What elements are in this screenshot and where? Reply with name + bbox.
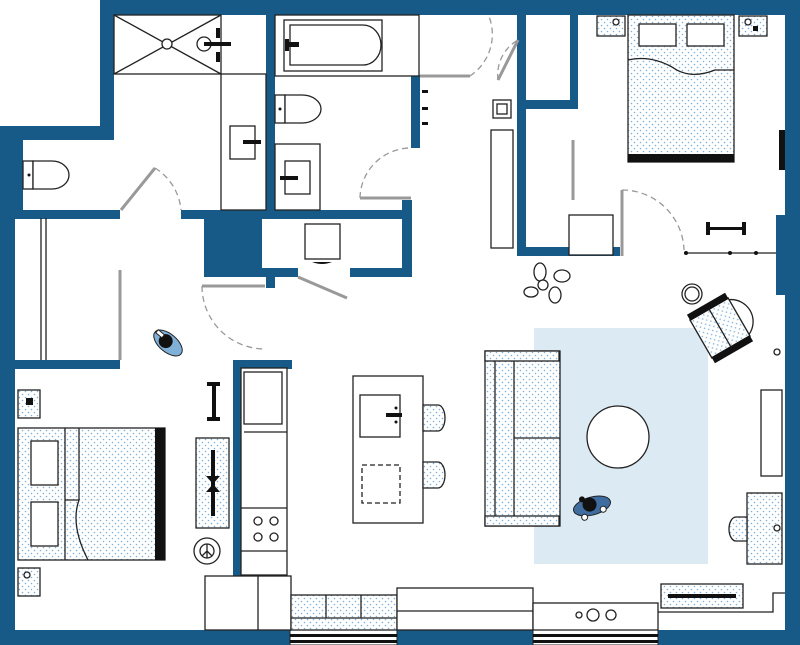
bench-seat xyxy=(290,594,398,631)
wall-bath-bottom-a xyxy=(15,210,120,219)
window-bottom-right xyxy=(532,629,659,645)
wall-bottom-b xyxy=(397,630,533,645)
entry-shelf xyxy=(490,129,514,249)
plant-icon xyxy=(523,262,571,304)
wall-bottom-c xyxy=(658,630,800,645)
wall-closet-right xyxy=(570,14,578,109)
wall-bath-divider xyxy=(266,14,275,218)
window-seat xyxy=(396,587,534,631)
wall-laundry-bottom-a xyxy=(262,268,298,277)
pillow xyxy=(30,440,59,486)
wall-left-bath xyxy=(0,126,23,218)
dumbbell-icon xyxy=(207,382,220,421)
closet-cabinet xyxy=(568,214,614,256)
second-bed-footboard xyxy=(155,428,165,560)
doors xyxy=(118,13,685,360)
second-bathroom xyxy=(274,14,428,211)
bar-stool xyxy=(422,461,446,489)
cooktop-icon xyxy=(253,516,279,542)
bathtub xyxy=(283,19,383,72)
main-bathroom xyxy=(22,14,267,211)
washer-dryer xyxy=(304,223,341,260)
second-bath-toilet xyxy=(284,94,322,124)
wall-bath2-right xyxy=(411,75,420,148)
second-bedroom xyxy=(17,382,230,597)
wall-core-block xyxy=(204,218,262,277)
wall-core-stub xyxy=(266,277,275,288)
shower-drain xyxy=(161,38,173,50)
bathtub-faucet xyxy=(285,42,299,47)
wall-bath-bottom-b xyxy=(181,210,411,219)
pillow xyxy=(30,501,59,547)
bar-stool xyxy=(422,404,446,432)
wall-laundry-right xyxy=(402,200,412,277)
primary-bed-footboard xyxy=(628,154,734,162)
wall-left xyxy=(0,126,15,645)
refrigerator xyxy=(243,371,283,425)
dishwasher xyxy=(361,464,401,504)
window-bottom-left xyxy=(289,629,398,645)
window-bedroom-right xyxy=(779,130,785,170)
shower-valve xyxy=(204,42,231,46)
sofa xyxy=(484,350,561,527)
person-icon xyxy=(153,328,183,357)
primary-bedroom xyxy=(596,14,776,255)
wall-laundry-bottom-b xyxy=(350,268,412,277)
pet-bed xyxy=(573,495,611,521)
bottom-cabinet xyxy=(204,575,292,631)
desk-chair xyxy=(728,516,748,542)
wall-bottom-a xyxy=(0,630,290,645)
wall-bedroom-right-pier xyxy=(776,215,786,295)
main-bath-toilet xyxy=(32,160,70,190)
wall-upper-left xyxy=(100,0,114,140)
pillow xyxy=(638,23,677,47)
bookshelf xyxy=(760,389,783,477)
wall-closet-mid xyxy=(525,100,577,109)
wall-bedroom2-top xyxy=(15,360,120,369)
living-room xyxy=(396,262,785,631)
wall-left-step xyxy=(0,126,114,140)
wall-outlet xyxy=(773,348,781,356)
pillow xyxy=(686,23,725,47)
wall-top xyxy=(100,0,800,15)
wall-right xyxy=(785,0,800,645)
wall-kitchen-top xyxy=(233,360,292,369)
armchair xyxy=(686,292,754,364)
washer-door xyxy=(312,262,332,264)
kitchen xyxy=(204,367,446,631)
wall-kitchen xyxy=(233,360,242,576)
coffee-table xyxy=(586,405,650,469)
nightstand xyxy=(596,15,626,37)
wall-closet-left xyxy=(517,14,526,256)
entry-box xyxy=(492,99,512,119)
dumbbell-icon xyxy=(706,222,746,235)
